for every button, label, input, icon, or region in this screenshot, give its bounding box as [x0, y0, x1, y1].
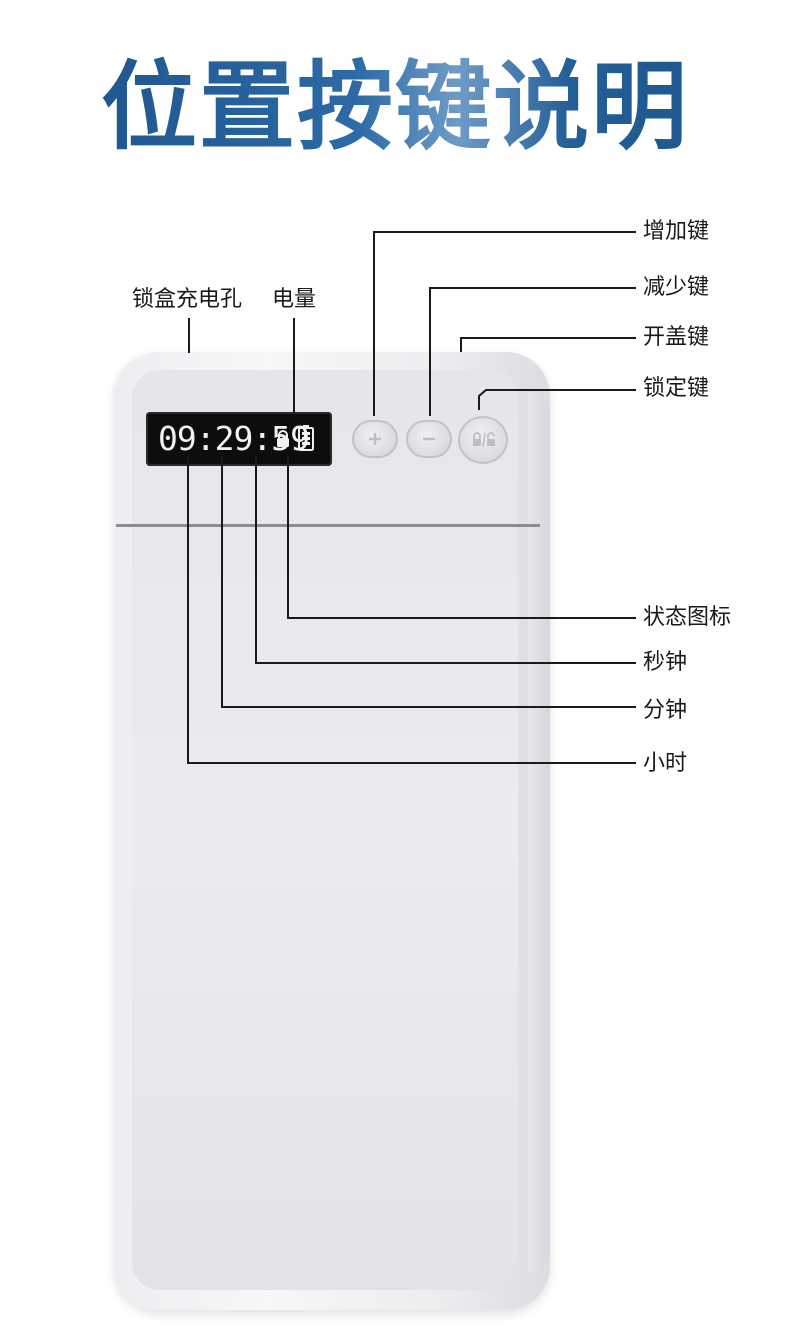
label-battery: 电量 — [272, 287, 317, 312]
label-decrease-key: 减少键 — [643, 275, 710, 300]
lcd-display: 09:29:59 — [146, 412, 332, 466]
minus-icon — [423, 437, 435, 441]
page-title: 位置按键说明 — [0, 52, 790, 162]
device-front-panel — [132, 370, 518, 1290]
label-status-icon: 状态图标 — [643, 605, 732, 630]
label-minute: 分钟 — [643, 698, 688, 723]
battery-icon — [298, 425, 314, 451]
label-increase-key: 增加键 — [643, 219, 710, 244]
label-charge-port: 锁盒充电孔 — [132, 287, 243, 312]
label-lock-key: 锁定键 — [643, 376, 710, 401]
lid-seam — [116, 524, 540, 527]
increase-button[interactable] — [352, 420, 398, 458]
label-second: 秒钟 — [643, 650, 688, 675]
lock-icon — [277, 430, 289, 447]
plus-icon — [369, 433, 381, 445]
label-open-lid-key: 开盖键 — [643, 325, 710, 350]
label-hour: 小时 — [643, 751, 688, 776]
lock-unlock-icon — [473, 432, 495, 448]
lock-button[interactable] — [458, 416, 508, 464]
device-side-edge — [528, 392, 550, 1272]
lock-box-device — [114, 352, 550, 1310]
decrease-button[interactable] — [406, 420, 452, 458]
